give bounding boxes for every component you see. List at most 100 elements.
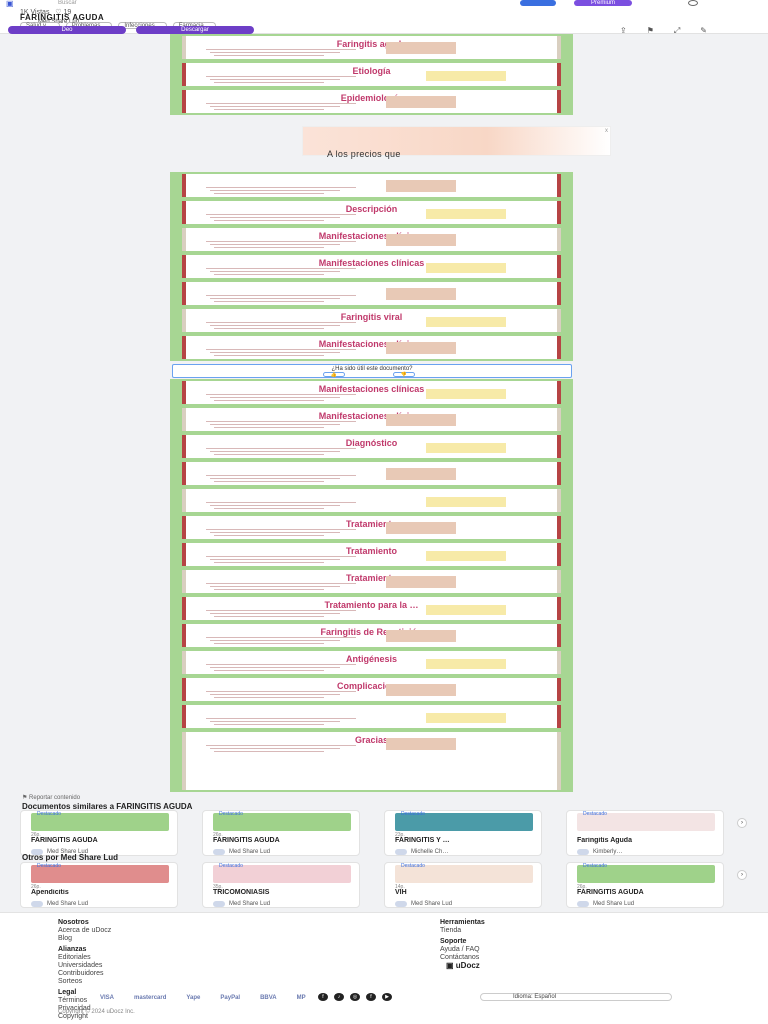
text-line [210,667,340,668]
card-badge: Destacado [219,863,243,869]
chevron-right-icon[interactable]: › [737,818,747,828]
text-line [214,616,324,617]
card-pages: 26p. [577,884,587,890]
card-badge: Destacado [401,863,425,869]
like-icon[interactable]: ♡ [55,9,62,16]
facebook-icon[interactable]: f [318,993,328,1001]
ad-banner[interactable]: x A los precios que [302,126,611,159]
footer-link[interactable]: Privacidad [58,1005,91,1012]
chevron-right-icon[interactable]: › [737,870,747,880]
slide-page: Gracias [170,730,573,792]
card-author[interactable]: Med Share Lud [229,901,271,907]
document-card[interactable]: Destacado 35p.TRICOMONIASIS Med Share Lud [202,862,360,908]
slide-title: Gracias [354,735,389,745]
card-author[interactable]: Med Share Lud [593,901,635,907]
text-line [210,52,340,53]
document-card[interactable]: Destacado 14p.VIH Med Share Lud [384,862,542,908]
slide-title: Manifestaciones clínicas [318,411,425,421]
instagram-icon[interactable]: ◎ [350,993,360,1001]
text-line [206,421,356,422]
slide-content: Etiología [182,63,561,86]
card-author[interactable]: Med Share Lud [411,901,453,907]
text-line [214,670,324,671]
text-line [210,640,340,641]
footer-link[interactable]: Ayuda / FAQ [440,946,480,953]
footer-link[interactable]: Términos [58,997,88,1004]
card-author[interactable]: Med Share Lud [229,849,271,855]
footer-link[interactable]: Acerca de uDocz [58,927,112,934]
footer-link[interactable]: Universidades [58,962,103,969]
text-line [214,220,324,221]
search-input[interactable]: Buscar [58,0,77,6]
slide-page: Manifestaciones clínicas [170,379,573,406]
text-line [210,79,340,80]
slide-title: Manifestaciones clínicas [318,339,425,349]
slide-content: Descripción [182,201,561,224]
card-author[interactable]: Kimberly… [593,849,623,855]
slide-content: Manifestaciones clínicas [182,255,561,278]
footer-link[interactable]: Blog [58,935,73,942]
rating-question: ¿Ha sido útil este documento? [331,366,413,372]
text-line [214,355,324,356]
premium-button[interactable]: Premium [574,0,632,6]
facebook-icon[interactable]: f [366,993,376,1001]
edit-icon[interactable]: ✎ [700,26,707,35]
card-title[interactable]: VIH [395,889,407,896]
footer-link[interactable]: Editoriales [58,954,91,961]
download-button[interactable]: Deo [8,26,126,34]
close-icon[interactable]: x [605,128,608,134]
language-selector[interactable]: Idioma: Español [480,993,672,1001]
text-line [210,451,340,452]
report-link[interactable]: ⚑ Reportar contenido [22,795,81,801]
thumbs-down-button[interactable]: 👎 [393,372,415,378]
action-icons: ⇪ ⚑ ⤢ ✎ [620,26,707,36]
card-title[interactable]: FARINGITIS AGUDA [577,889,644,896]
slide-content: Faringitis aguda [182,36,561,59]
card-author[interactable]: Michelle Ch… [411,849,449,855]
footer-link[interactable]: Sorteos [58,978,83,985]
slide-title: Manifestaciones clínicas [318,231,425,241]
footer-link[interactable]: Contáctanos [440,954,480,961]
slide-page: Tratamiento [170,514,573,541]
flag-icon[interactable]: ⚑ [646,26,654,35]
thumbs-up-button[interactable]: 👍 [323,372,345,378]
card-title[interactable]: FARINGITIS Y … [395,837,450,844]
share-icon[interactable]: ⇪ [620,26,627,35]
save-button[interactable]: Descargar [136,26,254,34]
card-title[interactable]: TRICOMONIASIS [213,889,270,896]
avatar [213,849,225,855]
card-title[interactable]: Apendicitis [31,889,69,896]
logo-icon[interactable]: ▣ [6,0,14,8]
footer-link[interactable]: Tienda [440,927,462,934]
card-pages: 14p. [395,884,405,890]
document-title: FARINGITIS AGUDA [20,13,105,22]
card-pages: 35p. [213,884,223,890]
card-title[interactable]: FARINGITIS AGUDA [213,837,280,844]
tiktok-icon[interactable]: ♪ [334,993,344,1001]
card-author[interactable]: Med Share Lud [47,849,89,855]
slide-content: Tratamiento [182,516,561,539]
slide-title: Tratamiento para la … [324,600,419,610]
upload-button[interactable] [520,0,556,6]
top-bar: ▣ Buscar Premium 1K Vistas ♡ 19 FARINGIT… [0,0,768,36]
user-avatar-icon[interactable] [688,0,698,6]
slide-title: Manifestaciones clínicas [318,384,425,394]
card-author[interactable]: Med Share Lud [47,901,89,907]
card-title[interactable]: Faringitis Aguda [577,837,632,844]
youtube-icon[interactable]: ▶ [382,993,392,1001]
fullscreen-icon[interactable]: ⤢ [673,26,681,35]
slide-image [386,96,456,108]
brand-logo[interactable]: ▣ uDocz [446,961,480,970]
footer-link[interactable]: Copyright [58,1013,88,1020]
card-title[interactable]: FARINGITIS AGUDA [31,837,98,844]
footer-link[interactable]: Contribuidores [58,970,104,977]
